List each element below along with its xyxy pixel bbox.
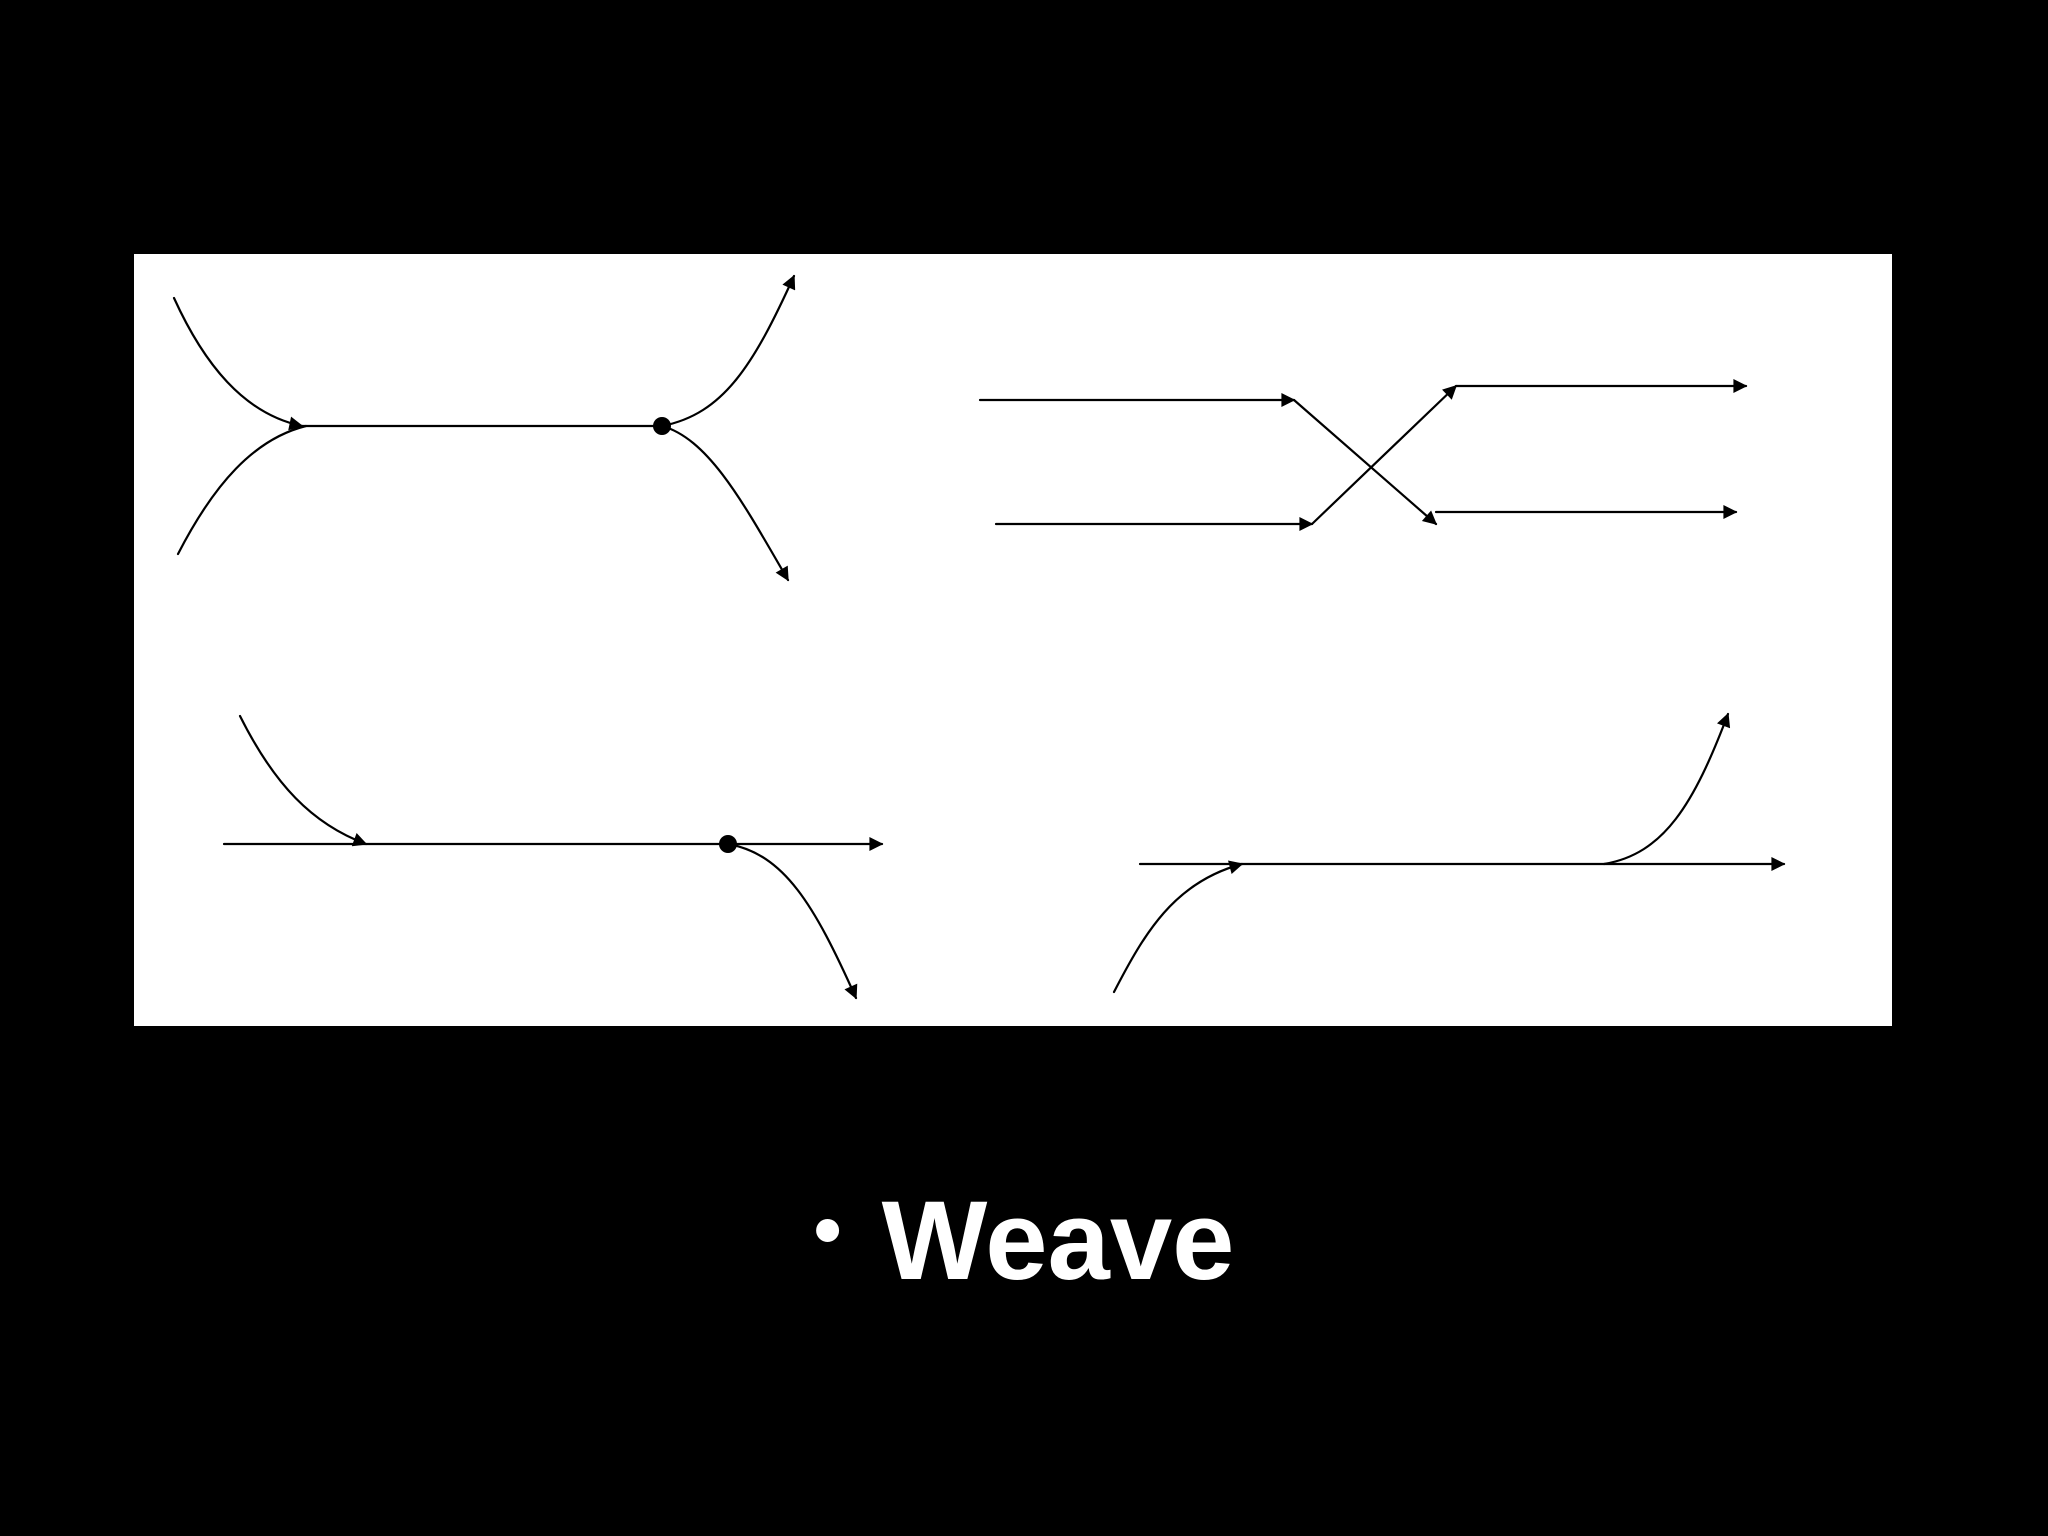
through-merge-diverge-group <box>222 714 884 1000</box>
inflow-upper-curve <box>172 296 304 431</box>
bullet-symbol: • <box>813 1185 842 1274</box>
merge-curve <box>238 714 368 847</box>
bullet-text: Weave <box>881 1178 1235 1303</box>
inflow-lower-curve <box>176 424 308 556</box>
crossing-group <box>978 379 1748 531</box>
single-through-group <box>1112 712 1786 994</box>
diverge-curve-right <box>1602 712 1731 866</box>
outflow-upper-curve <box>660 274 796 428</box>
merge-diverge-group <box>172 274 796 582</box>
weave-diagram-svg <box>172 274 1786 1000</box>
weave-diagram <box>134 254 1892 1026</box>
cross-up-line <box>1310 384 1458 526</box>
bullet-caption: • Weave <box>0 1160 2048 1311</box>
outflow-lower-curve <box>660 424 790 582</box>
diverge-curve <box>726 842 858 1000</box>
cross-down-line <box>1292 398 1438 526</box>
merge-curve-right <box>1112 860 1244 994</box>
